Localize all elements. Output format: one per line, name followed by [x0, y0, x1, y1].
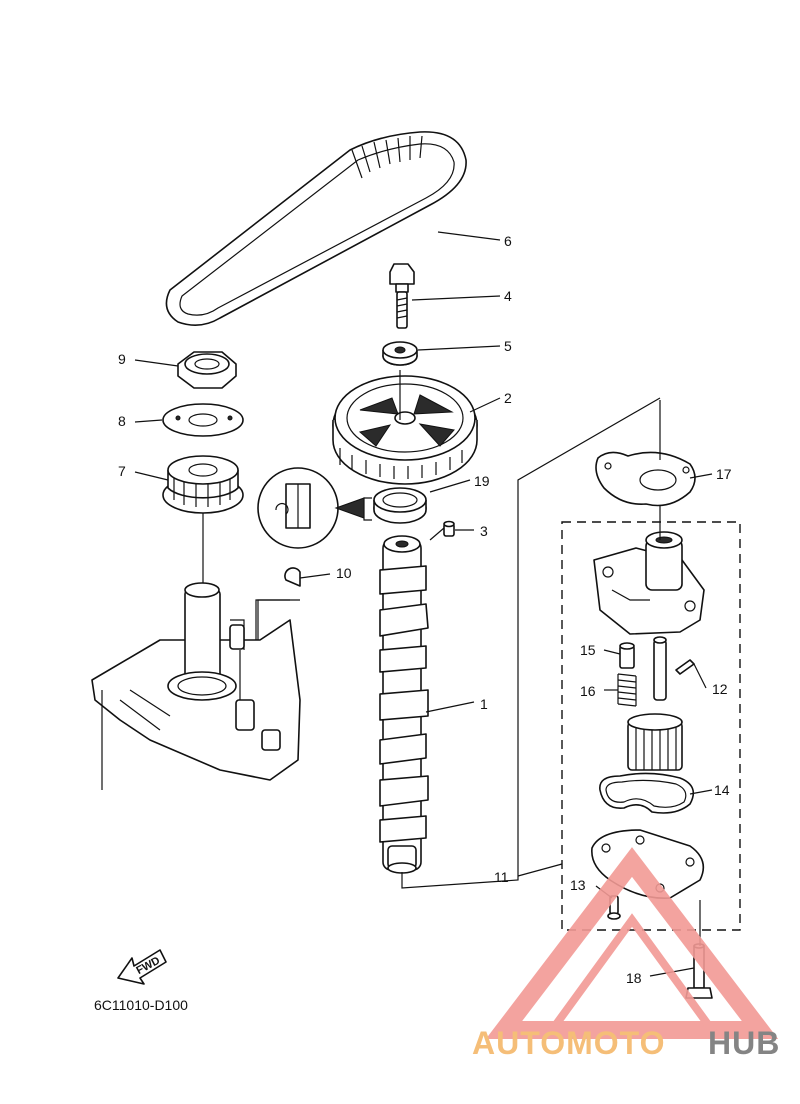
spring-16 [617, 673, 637, 707]
callout-4: 4 [504, 288, 512, 304]
callout-3: 3 [480, 523, 488, 539]
callout-9: 9 [118, 351, 126, 367]
o-ring-14 [599, 772, 695, 814]
callout-7: 7 [118, 463, 126, 479]
pump-shaft [653, 636, 667, 701]
fwd-arrow-icon: FWD [117, 949, 167, 985]
callout-labels: 1 2 3 4 5 6 7 8 9 10 11 12 13 14 15 16 1… [118, 233, 732, 986]
cam-pulley-2 [332, 375, 478, 485]
callout-13: 13 [570, 877, 586, 893]
pin-12 [675, 659, 695, 675]
leader-lines [134, 231, 713, 977]
callout-17: 17 [716, 466, 732, 482]
plunger-15 [619, 642, 635, 669]
timing-belt [165, 131, 467, 326]
pump-rotor [627, 713, 683, 771]
detail-bubble [257, 467, 365, 549]
bolt-4 [389, 263, 415, 329]
oil-pump-housing [593, 531, 705, 635]
callout-14: 14 [714, 782, 730, 798]
callout-18: 18 [626, 970, 642, 986]
callout-1: 1 [480, 696, 488, 712]
callout-11: 11 [494, 869, 509, 885]
plate-washer-8 [162, 403, 244, 437]
diagram-code: 6C11010-D100 [94, 997, 188, 1013]
nut-9 [177, 351, 237, 389]
callout-10: 10 [336, 565, 352, 581]
callout-12: 12 [712, 681, 728, 697]
logo-text-hub: HUB [708, 1025, 780, 1061]
callout-2: 2 [504, 390, 512, 406]
callout-15: 15 [580, 642, 596, 658]
woodruff-key-10 [284, 567, 301, 587]
callout-5: 5 [504, 338, 512, 354]
oil-pump-group-box [561, 521, 741, 931]
crank-pulley-7 [162, 455, 244, 514]
callout-6: 6 [504, 233, 512, 249]
camshaft-1 [379, 535, 429, 874]
dowel-pin-3 [443, 520, 455, 537]
callout-8: 8 [118, 413, 126, 429]
oil-seal-19 [363, 487, 427, 524]
callout-16: 16 [580, 683, 596, 699]
gasket-17 [595, 451, 696, 507]
engine-block [91, 582, 301, 790]
washer-5 [382, 341, 418, 366]
logo-text-automoto: AUTOMOTO [472, 1025, 665, 1061]
callout-19: 19 [474, 473, 490, 489]
automotohub-logo: AUTOMOTO HUB [472, 847, 780, 1061]
